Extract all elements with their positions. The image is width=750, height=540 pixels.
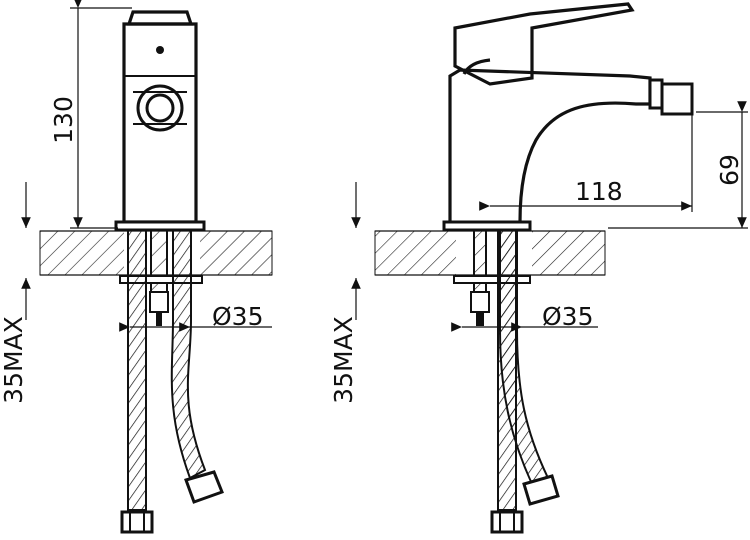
height-dimension-side: 69 <box>608 101 748 229</box>
side-reach-label: 118 <box>575 177 623 206</box>
side-height-label: 69 <box>715 154 744 186</box>
supply-hose-left-front <box>120 229 154 534</box>
diameter-dimension-side: Ø35 <box>451 302 598 332</box>
front-diameter-label: Ø35 <box>212 302 264 331</box>
mounting-stud-side <box>453 229 531 326</box>
thickness-dimension-side: 35MAX <box>329 182 361 404</box>
front-thickness-label: 35MAX <box>0 316 28 404</box>
bidet-nozzle-front <box>133 84 187 132</box>
diameter-dimension-front: Ø35 <box>119 302 272 332</box>
front-view: 130 35MAX Ø35 <box>0 0 273 534</box>
countertop-section-side <box>374 228 606 278</box>
supply-hose-side-front <box>490 229 524 534</box>
reach-dimension-side: 118 <box>479 112 693 212</box>
side-diameter-label: Ø35 <box>542 302 594 331</box>
height-dimension-front: 130 <box>49 0 132 229</box>
faucet-body-front <box>114 10 206 232</box>
front-height-label: 130 <box>49 96 78 144</box>
mounting-stud-front <box>119 229 203 326</box>
thickness-dimension-front: 35MAX <box>0 182 31 404</box>
spout-body-side <box>442 58 694 232</box>
side-view: 118 69 35MAX Ø35 <box>329 2 748 534</box>
supply-hose-right-front <box>170 229 224 504</box>
side-thickness-label: 35MAX <box>329 316 358 404</box>
